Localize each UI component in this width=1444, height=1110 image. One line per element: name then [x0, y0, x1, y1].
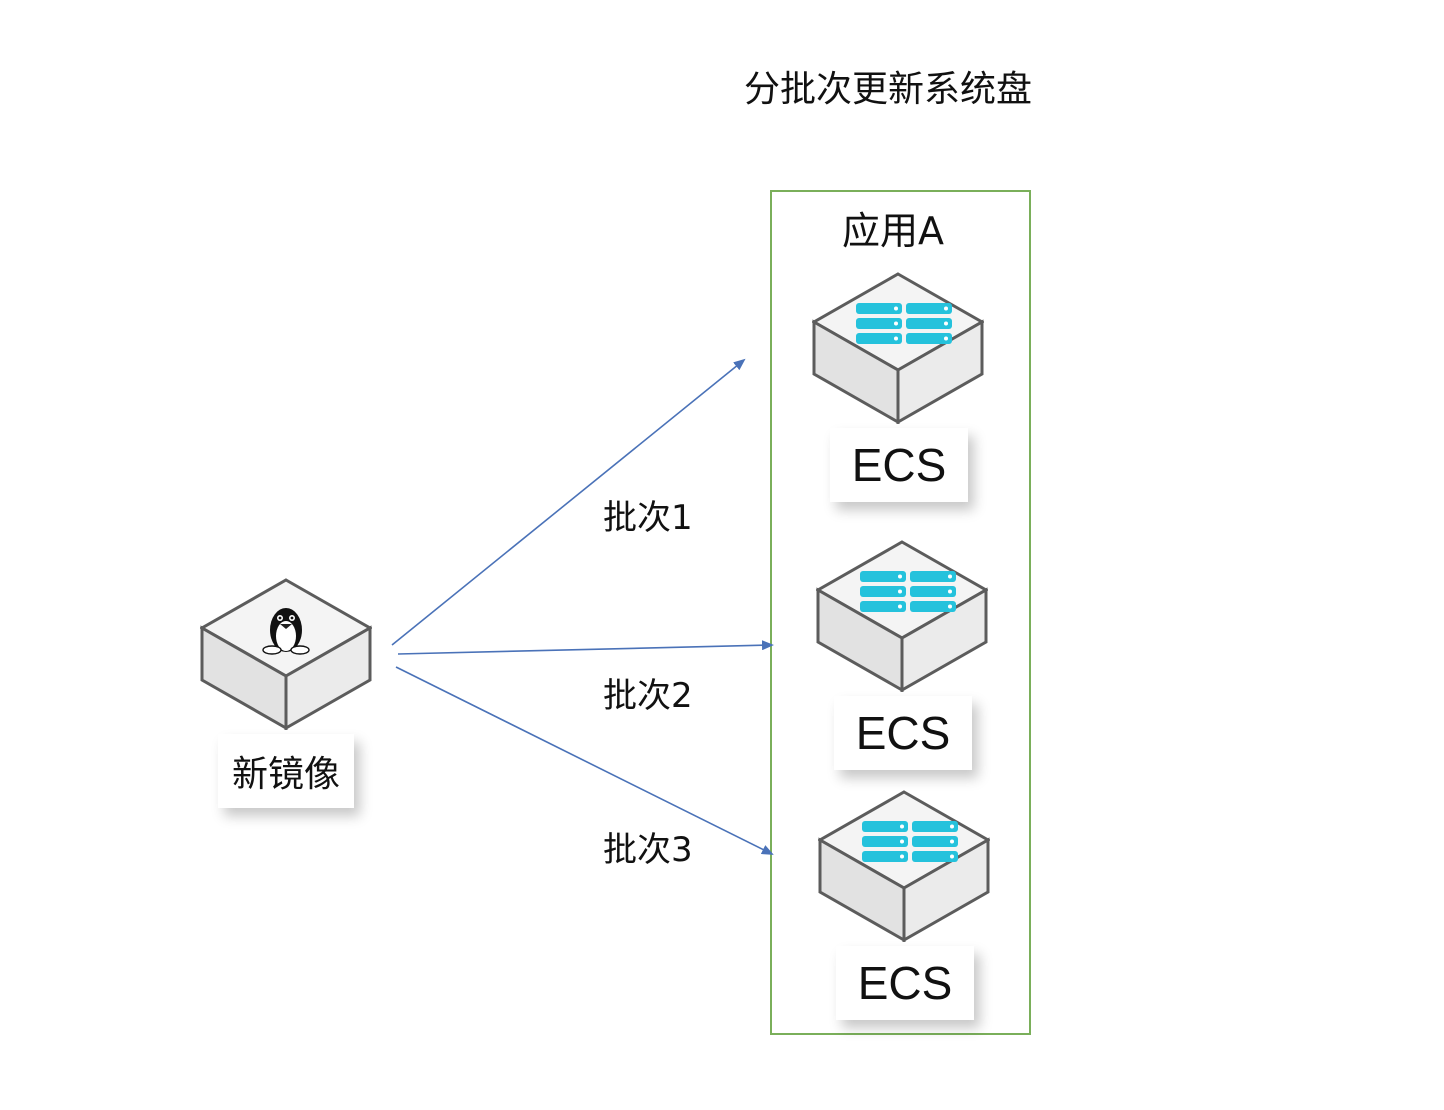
ecs-server-node: ECS — [818, 790, 990, 1020]
ecs-server-label: ECS — [836, 946, 974, 1020]
cube-shape — [200, 578, 372, 730]
cube-shape — [818, 790, 990, 942]
edge-label-batch-3: 批次3 — [603, 830, 693, 870]
edge-batch-2 — [397, 640, 774, 655]
edge-label-batch-2: 批次2 — [603, 676, 693, 716]
application-group-box — [770, 190, 1031, 1035]
ecs-server-node: ECS — [812, 272, 984, 502]
cube-shape — [812, 272, 984, 424]
application-group-label: 应用A — [842, 209, 944, 253]
server-rack-icon — [860, 571, 956, 612]
ecs-server-label: ECS — [834, 696, 972, 770]
server-rack-icon — [856, 303, 952, 344]
source-image-label: 新镜像 — [218, 734, 354, 808]
linux-penguin-icon — [262, 608, 310, 655]
server-rack-icon — [862, 821, 958, 862]
ecs-server-label: ECS — [830, 428, 968, 502]
edge-label-batch-1: 批次1 — [603, 498, 693, 538]
diagram-title: 分批次更新系统盘 — [744, 69, 1033, 110]
ecs-server-node: ECS — [816, 540, 988, 770]
cube-shape — [816, 540, 988, 692]
edge-batch-1 — [391, 358, 746, 646]
edge-batch-3 — [395, 666, 774, 855]
source-image-node: 新镜像 — [200, 578, 372, 808]
